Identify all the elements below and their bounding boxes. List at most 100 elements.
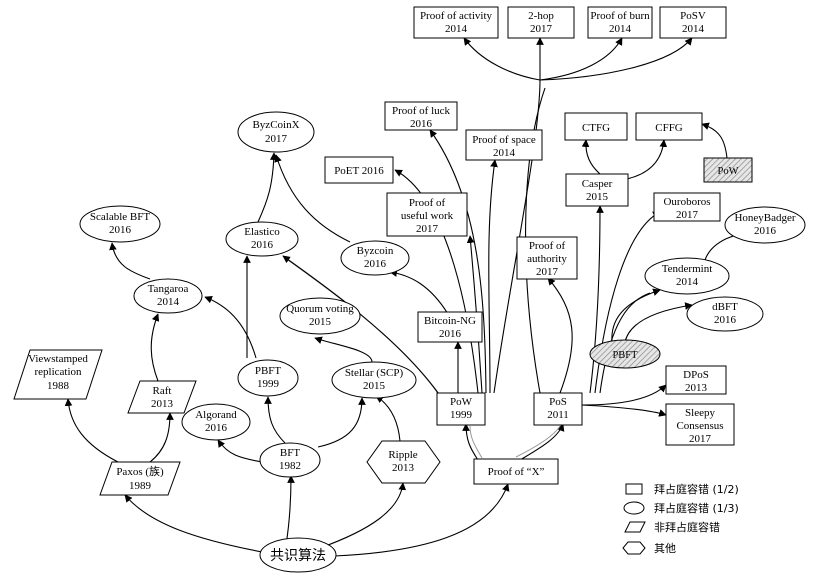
node-sleepy-line1: Sleepy xyxy=(685,407,715,419)
node-cffg-label: CFFG xyxy=(655,122,683,134)
node-pow: PoW 1999 xyxy=(436,392,486,426)
node-pow-year: 1999 xyxy=(450,409,473,421)
node-proof-authority-line2: authority xyxy=(527,253,567,265)
node-proof-useful-year: 2017 xyxy=(416,223,439,235)
node-byzcoinx-year: 2017 xyxy=(265,133,288,145)
node-proof-burn-name: Proof of burn xyxy=(590,10,650,22)
edge-pos-tophub xyxy=(525,87,546,394)
node-poet: PoET 2016 xyxy=(324,156,394,184)
edge-casper-cffg xyxy=(621,139,668,181)
edge-pow-elastico xyxy=(282,255,439,394)
node-sleepy-year: 2017 xyxy=(689,433,712,445)
node-algorand-year: 2016 xyxy=(205,422,228,434)
node-pow-small: PoW xyxy=(703,157,753,183)
edge-paxos-viewstamped xyxy=(64,398,119,463)
node-tendermint-name: Tendermint xyxy=(662,263,713,275)
node-proof-space: Proof of space 2014 xyxy=(465,129,543,161)
node-consensus-label: 共识算法 xyxy=(270,548,326,564)
edge-stellar-quorum xyxy=(314,336,373,363)
legend-item-hexagon: 其他 xyxy=(622,541,676,555)
node-dbft-name: dBFT xyxy=(712,301,738,313)
edge-pbftsmall-dbft xyxy=(624,302,693,343)
node-quorum-voting-name: Quorum voting xyxy=(286,303,354,315)
edge-byzcoin-byzcoinx xyxy=(274,154,351,243)
node-byzcoin-year: 2016 xyxy=(364,258,387,270)
node-pbft-small-label: PBFT xyxy=(612,350,638,361)
node-2hop-name: 2-hop xyxy=(528,10,554,22)
node-proof-luck: Proof of luck 2016 xyxy=(384,101,458,131)
node-byzcoin-name: Byzcoin xyxy=(357,245,394,257)
node-proof-authority: Proof of authority 2017 xyxy=(516,236,578,280)
node-raft-year: 2013 xyxy=(151,398,174,410)
edges xyxy=(64,37,749,557)
node-proof-activity-year: 2014 xyxy=(445,23,468,35)
node-tangaroa: Tangaroa 2014 xyxy=(133,278,203,314)
node-pos: PoS 2011 xyxy=(533,392,583,426)
edge-consensus-paxos xyxy=(124,494,263,553)
node-honeybadger-name: HoneyBadger xyxy=(734,212,795,224)
node-poet-label: PoET 2016 xyxy=(334,165,384,177)
node-quorum-voting-year: 2015 xyxy=(309,316,332,328)
edge-casper-ctfg xyxy=(581,139,601,175)
node-pbft-1999: PBFT 1999 xyxy=(237,359,299,397)
edge-pos-authority xyxy=(547,277,573,394)
node-honeybadger: HoneyBadger 2016 xyxy=(724,206,806,244)
node-byzcoin: Byzcoin 2016 xyxy=(340,240,410,276)
node-sleepy-consensus: Sleepy Consensus 2017 xyxy=(665,403,735,446)
node-posv-year: 2014 xyxy=(682,23,705,35)
node-consensus: 共识算法 xyxy=(259,537,337,573)
edge-pbftsmall-tendermint xyxy=(611,288,661,343)
node-paxos: Paxos (族) 1989 xyxy=(99,461,181,496)
edge-pow-usefulwork xyxy=(466,235,483,394)
edge-pos-sleepy xyxy=(581,404,667,417)
node-sleepy-line2: Consensus xyxy=(676,420,723,432)
node-proof-luck-name: Proof of luck xyxy=(392,105,451,117)
node-ripple-year: 2013 xyxy=(392,462,415,474)
node-byzcoinx: ByzCoinX 2017 xyxy=(237,111,315,153)
edge-tangaroa-scalablebft xyxy=(109,242,151,280)
node-ripple-name: Ripple xyxy=(388,449,417,461)
node-pow-name: PoW xyxy=(450,396,473,408)
node-scalable-bft-year: 2016 xyxy=(109,224,132,236)
node-ctfg: CTFG xyxy=(564,112,628,141)
node-elastico-name: Elastico xyxy=(244,226,280,238)
edge-pos-dpos xyxy=(581,384,667,406)
edge-pow-tophub xyxy=(493,79,541,394)
node-2hop-year: 2017 xyxy=(530,23,553,35)
edge-elastico-byzcoinx xyxy=(257,152,278,223)
node-ripple: Ripple 2013 xyxy=(366,440,441,484)
node-tendermint-year: 2014 xyxy=(676,276,699,288)
node-proof-x: Proof of “X” xyxy=(473,458,559,485)
node-proof-activity-name: Proof of activity xyxy=(420,10,493,22)
edge-consensus-ripple xyxy=(319,482,407,549)
legend-item-rectangle: 拜占庭容错 (1/2) xyxy=(625,482,739,496)
node-casper-year: 2015 xyxy=(586,191,609,203)
node-dbft-year: 2016 xyxy=(714,314,737,326)
node-tangaroa-name: Tangaroa xyxy=(148,283,189,295)
node-tendermint: Tendermint 2014 xyxy=(644,257,730,295)
edge-hub-activity xyxy=(463,37,541,81)
node-stellar-year: 2015 xyxy=(363,380,386,392)
node-dpos: DPoS 2013 xyxy=(665,365,727,395)
node-ouroboros-name: Ouroboros xyxy=(663,196,710,208)
node-viewstamped-year: 1988 xyxy=(47,380,70,392)
node-proof-luck-year: 2016 xyxy=(410,118,433,130)
node-paxos-year: 1989 xyxy=(129,480,152,492)
node-algorand-name: Algorand xyxy=(195,409,237,421)
node-ouroboros-year: 2017 xyxy=(676,209,699,221)
node-posv-name: PoSV xyxy=(680,10,706,22)
node-dbft: dBFT 2016 xyxy=(686,296,764,332)
node-casper: Casper 2015 xyxy=(565,173,629,207)
node-proof-useful-line2: useful work xyxy=(401,210,454,222)
node-dpos-year: 2013 xyxy=(685,382,708,394)
node-algorand: Algorand 2016 xyxy=(181,403,251,441)
node-posv: PoSV 2014 xyxy=(659,6,727,39)
edge-pow-luck xyxy=(429,129,487,394)
node-bitcoin-ng-year: 2016 xyxy=(439,328,462,340)
edge-bitcoinng-byzcoin xyxy=(389,269,449,315)
node-proof-useful-line1: Proof of xyxy=(409,197,446,209)
legend-label-parallelogram: 非拜占庭容错 xyxy=(654,520,720,534)
node-stellar-name: Stellar (SCP) xyxy=(345,367,404,379)
node-viewstamped: Viewstamped replication 1988 xyxy=(13,349,103,400)
